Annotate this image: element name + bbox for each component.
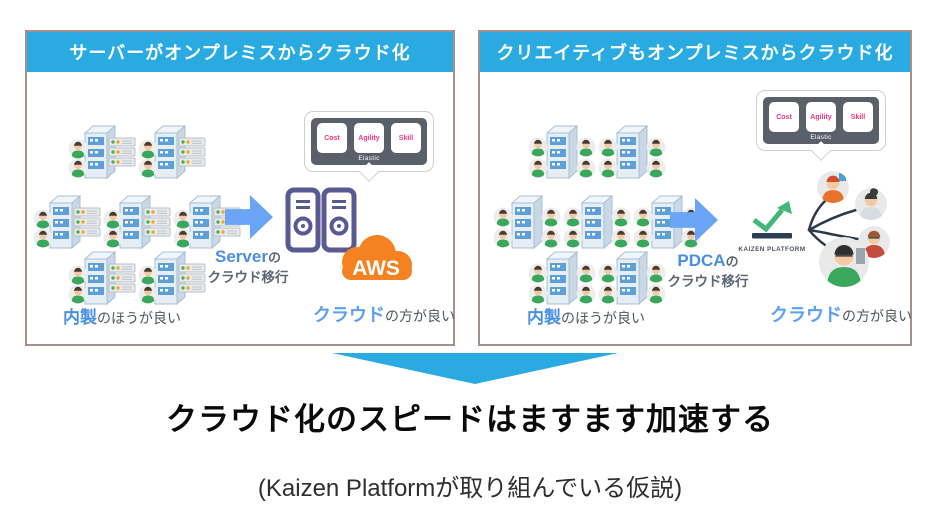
server-rack-icon [285, 187, 357, 253]
panel-server-cloud: サーバーがオンプレミスからクラウド化 Serverの クラウド移行 Cost A… [25, 30, 455, 346]
server-cluster-icon [33, 195, 101, 249]
callout-pointer [359, 162, 379, 182]
team-cluster-icon [528, 251, 596, 305]
down-arrow-icon [332, 353, 618, 384]
server-cluster-icon [68, 251, 136, 305]
migration-line2: クラウド移行 [207, 270, 289, 285]
verdict-inhouse: 内製のほうが良い [527, 308, 645, 327]
migration-label: PDCAの クラウド移行 [648, 250, 768, 292]
team-cluster-icon [563, 195, 631, 249]
callout-chip-skill: Skill [391, 123, 421, 153]
panel-title: サーバーがオンプレミスからクラウド化 [27, 32, 453, 72]
conclusion-caption: (Kaizen Platformが取り組んでいる仮説) [257, 475, 683, 502]
kaizen-logo-mark [752, 201, 792, 239]
callout-chip-agility: Agility [806, 102, 836, 132]
panel-creative-cloud: クリエイティブもオンプレミスからクラウド化 PDCAの クラウド移行 Cost … [478, 30, 912, 346]
callout-body: Cost Agility Skill Elastic [763, 97, 879, 144]
callout-footer: Elastic [810, 134, 832, 141]
conclusion-headline: クラウド化のスピードはますます加速する [166, 402, 774, 437]
migration-highlight: Server [215, 247, 268, 266]
verdict-inhouse: 内製のほうが良い [63, 308, 181, 327]
team-cluster-icon [528, 125, 596, 179]
verdict-cloud: クラウドの方が良い [313, 305, 455, 325]
migration-particle: の [267, 250, 281, 265]
callout-chip-cost: Cost [317, 123, 347, 153]
team-cluster-icon [493, 195, 561, 249]
server-cluster-icon [68, 125, 136, 179]
callout-chip-agility: Agility [354, 123, 384, 153]
kaizen-platform-logo: KAIZEN PLATFORM [738, 198, 806, 253]
server-cluster-icon [103, 195, 171, 249]
callout-pointer [811, 141, 831, 161]
creator-avatar [858, 226, 890, 258]
migration-highlight: PDCA [677, 251, 726, 270]
verdict-cloud: クラウドの方が良い [770, 305, 912, 325]
migration-label: Serverの クラウド移行 [183, 246, 313, 288]
callout-chip-skill: Skill [843, 102, 873, 132]
creator-avatar [817, 171, 849, 203]
elastic-callout: Cost Agility Skill Elastic [756, 90, 886, 161]
aws-cloud-icon: AWS [342, 235, 412, 280]
migration-particle: の [725, 254, 739, 269]
panel-title: クリエイティブもオンプレミスからクラウド化 [480, 32, 910, 72]
kaizen-logo-label: KAIZEN PLATFORM [738, 246, 806, 253]
callout-body: Cost Agility Skill Elastic [311, 118, 427, 165]
callout-chip-cost: Cost [769, 102, 799, 132]
creator-avatar [855, 188, 887, 220]
callout-footer: Elastic [358, 155, 380, 162]
server-cluster-icon [138, 125, 206, 179]
elastic-callout: Cost Agility Skill Elastic [304, 111, 434, 182]
aws-label: AWS [352, 257, 400, 280]
team-cluster-icon [598, 125, 666, 179]
creator-avatar [819, 237, 869, 287]
creative-network-illustration [807, 171, 890, 287]
migration-line2: クラウド移行 [667, 274, 749, 289]
